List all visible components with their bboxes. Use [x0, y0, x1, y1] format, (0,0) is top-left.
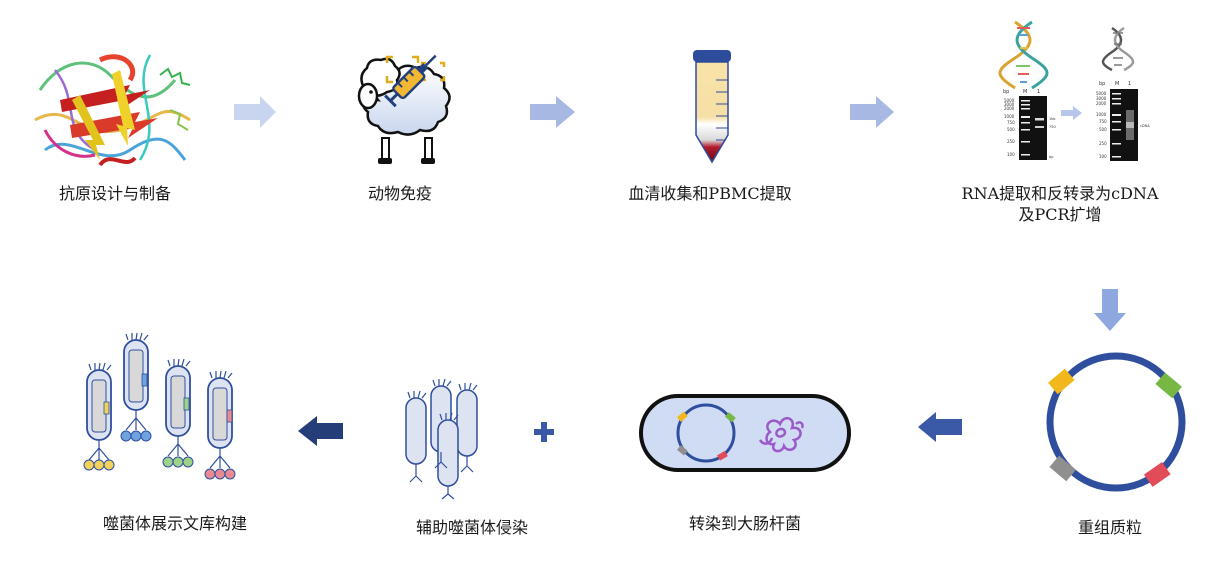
arrow-right-2: [530, 96, 575, 128]
phage-library-icon: [83, 332, 236, 480]
gel-left-header-m: M: [1023, 89, 1027, 95]
gel-right-ladder-2: 2000: [1096, 101, 1107, 106]
protein-structure-icon: [34, 54, 191, 167]
gel-left-ladder-6: 250: [1007, 139, 1015, 144]
step-label-antigen: 抗原设计与制备: [58, 184, 171, 203]
gel-left-band-2: bp: [1049, 155, 1054, 159]
gel-right-ladder-0: 5000: [1096, 91, 1107, 96]
gel-right: bp M 1 5000 3000 2000 1000 750 500 250 1…: [1096, 81, 1150, 161]
step-label-immunization: 动物免疫: [367, 184, 432, 203]
arrow-down: [1094, 289, 1126, 331]
gel-right-ladder-4: 750: [1099, 119, 1107, 124]
gel-right-ladder-1: 3000: [1096, 96, 1107, 101]
gel-left-header-1: 1: [1037, 89, 1040, 95]
gel-left-ladder-0: 5000: [1004, 98, 1015, 103]
gel-right-band: cDNA: [1140, 124, 1150, 128]
gel-right-header-bp: bp: [1099, 81, 1105, 87]
gel-left-band-0: 1kb: [1049, 117, 1056, 121]
step-label-serum-pbmc: 血清收集和PBMC提取: [628, 184, 792, 203]
plus-icon: [534, 422, 554, 442]
arrow-left-1: [918, 412, 962, 442]
arrow-left-2: [298, 416, 343, 446]
plasmid-icon: [1046, 352, 1186, 492]
arrow-gel: [1061, 106, 1082, 120]
dna-helix-icon: [998, 20, 1049, 90]
sheep-immunization-icon: [357, 54, 451, 164]
dna-small-icon: [1101, 26, 1135, 72]
gel-left-header-bp: bp: [1003, 89, 1009, 95]
gel-left-ladder-1: 3000: [1004, 102, 1015, 107]
arrow-right-3: [850, 96, 894, 128]
gel-right-ladder-7: 100: [1099, 154, 1107, 159]
gel-right-ladder-6: 250: [1099, 141, 1107, 146]
arrow-right-1: [234, 96, 276, 128]
step-label-phage-library: 噬菌体展示文库构建: [102, 514, 247, 533]
gel-left: bp M 1 5000 3000 2000 1000 750 500 250 1…: [1003, 89, 1056, 160]
step-label-helper-phage: 辅助噬菌体侵染: [415, 518, 528, 537]
step-label-plasmid: 重组质粒: [1077, 518, 1142, 537]
gel-left-ladder-2: 2000: [1004, 106, 1015, 111]
gel-left-ladder-5: 500: [1007, 127, 1015, 132]
gel-right-header-1: 1: [1128, 81, 1131, 87]
gel-right-header-m: M: [1115, 81, 1119, 87]
step-label-transfection: 转染到大肠杆菌: [688, 514, 801, 533]
gel-left-ladder-7: 100: [1007, 152, 1015, 157]
blood-tube-icon: [693, 50, 731, 164]
step-label-rna-cdna-line2: 及PCR扩增: [1018, 205, 1102, 224]
gel-right-ladder-3: 1000: [1096, 112, 1107, 117]
ecoli-cell-icon: [639, 394, 851, 472]
gel-left-band-1: 750: [1049, 125, 1056, 129]
step-label-rna-cdna-line1: RNA提取和反转录为cDNA: [961, 184, 1159, 203]
gel-right-ladder-5: 500: [1099, 127, 1107, 132]
helper-phage-icon: [405, 378, 478, 500]
gel-left-ladder-3: 1000: [1004, 114, 1015, 119]
gel-left-ladder-4: 750: [1007, 120, 1015, 125]
